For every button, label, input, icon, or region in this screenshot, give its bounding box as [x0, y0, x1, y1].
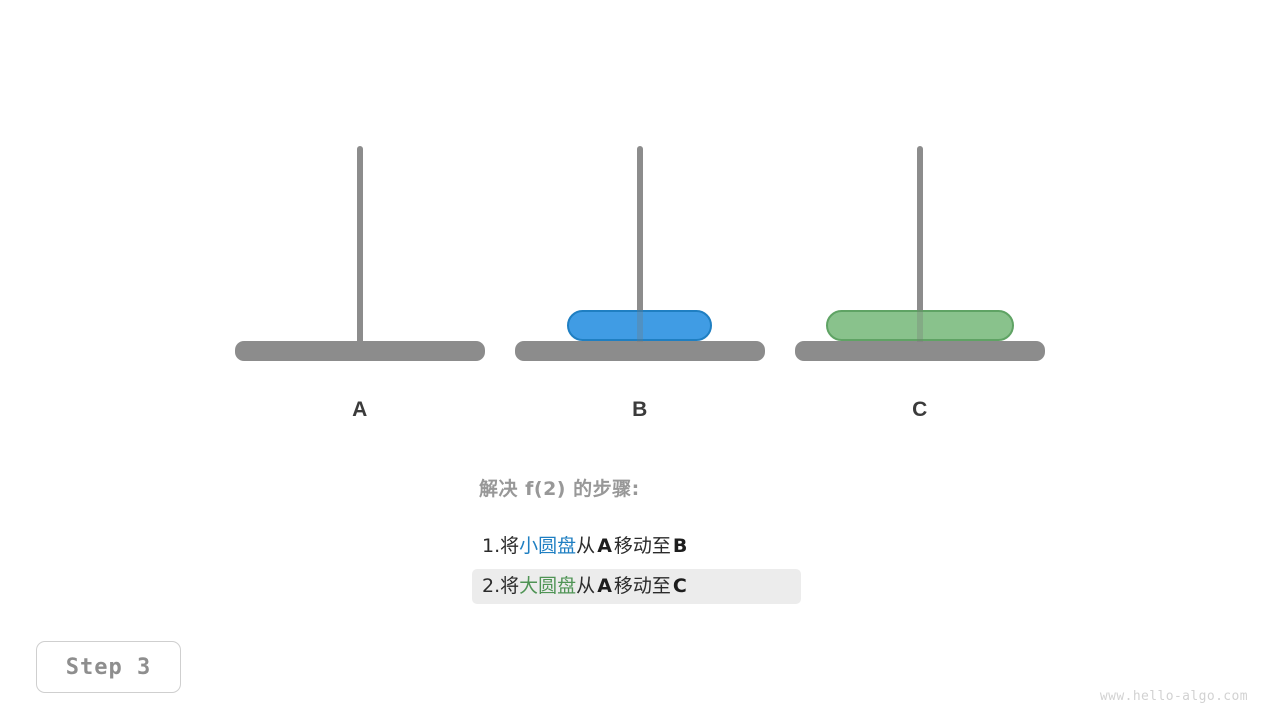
step-source-peg: A — [597, 575, 612, 597]
base-c — [795, 341, 1045, 361]
step-verb: 将 — [500, 535, 520, 557]
towers-diagram: A B C — [235, 0, 1045, 440]
disk-large-green — [826, 310, 1014, 341]
pillar-a — [357, 146, 363, 342]
caption-title: 解决 f(2) 的步骤: — [479, 478, 640, 500]
tower-b: B — [515, 0, 765, 440]
step-source-peg: A — [597, 535, 612, 557]
pillar-b — [637, 146, 643, 342]
base-a — [235, 341, 485, 361]
step-badge-label: Step 3 — [65, 654, 152, 680]
tower-label-b: B — [632, 398, 648, 421]
disk-small-blue — [567, 310, 712, 341]
step-move-word: 移动至 — [613, 575, 671, 597]
step-from-word: 从 — [576, 575, 596, 597]
step-target-peg: C — [672, 575, 687, 597]
base-b — [515, 341, 765, 361]
step-badge: Step 3 — [36, 641, 181, 693]
step-disk-name: 大圆盘 — [519, 575, 577, 597]
step-verb: 将 — [500, 575, 520, 597]
tower-a: A — [235, 0, 485, 440]
watermark: www.hello-algo.com — [1099, 689, 1248, 704]
step-index: 2. — [482, 575, 501, 597]
step-target-peg: B — [672, 535, 688, 557]
pillar-c — [917, 146, 923, 342]
step-disk-name: 小圆盘 — [519, 535, 577, 557]
tower-label-c: C — [912, 398, 928, 421]
step-index: 1. — [482, 535, 501, 557]
step-from-word: 从 — [576, 535, 596, 557]
tower-label-a: A — [352, 398, 368, 421]
tower-c: C — [795, 0, 1045, 440]
step-move-word: 移动至 — [613, 535, 671, 557]
